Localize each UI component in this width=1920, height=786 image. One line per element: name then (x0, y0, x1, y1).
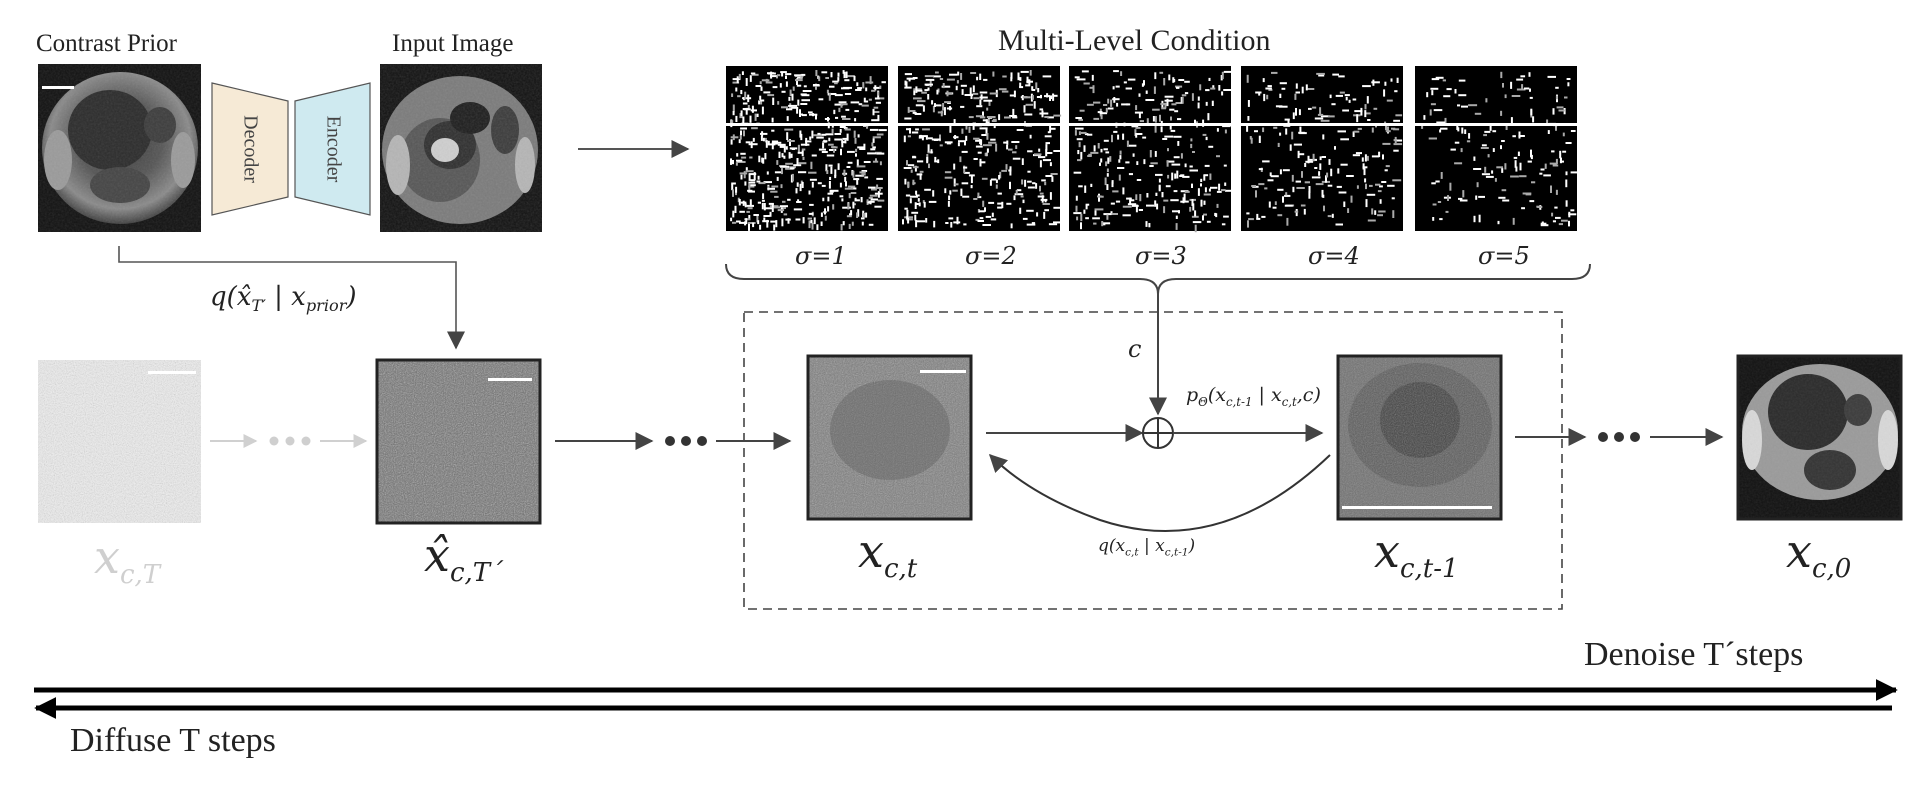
label-x-ct1: xc,t-1 (1374, 524, 1459, 585)
contrast-prior-label: Contrast Prior (36, 30, 177, 57)
encoder-label: Encoder (322, 115, 345, 183)
input-image (380, 64, 542, 232)
q-backward-formula: q(xc,t | xc,t-1) (1098, 536, 1196, 559)
image-x-c0 (1736, 354, 1903, 521)
image-xhat-cT (375, 358, 542, 525)
image-x-cT (38, 360, 201, 523)
input-image-label: Input Image (392, 30, 514, 57)
condition-tile-3 (1069, 66, 1233, 233)
encoder-block (294, 82, 371, 216)
sigma-label-4: σ=4 (1308, 242, 1360, 270)
label-x-c0: xc,0 (1786, 524, 1852, 585)
contrast-prior-image (38, 64, 201, 232)
decoder-label: Decoder (239, 115, 262, 183)
multi-level-condition-title: Multi-Level Condition (998, 24, 1271, 57)
label-x-ct: xc,t (858, 524, 918, 585)
condition-tiles (726, 66, 1578, 233)
sigma-label-3: σ=3 (1135, 242, 1187, 270)
label-x-cT: xc,T (94, 530, 161, 591)
sigma-label-5: σ=5 (1478, 242, 1530, 270)
p-theta-formula: pΘ(xc,t-1 | xc,t,c) (1186, 384, 1321, 409)
image-x-ct1 (1336, 354, 1503, 521)
c-label: c (1128, 335, 1142, 363)
diffuse-label: Diffuse T steps (70, 722, 276, 759)
condition-tile-1 (726, 66, 888, 231)
condition-tile-5 (1415, 66, 1578, 231)
ellipsis-1 (665, 436, 707, 446)
denoise-label: Denoise T´steps (1584, 636, 1804, 673)
arrow-backward-q (988, 453, 1331, 532)
image-x-ct (806, 354, 973, 521)
arrow-prior-to-xhat (118, 246, 465, 350)
ellipsis-2 (1598, 432, 1640, 442)
oplus-icon (1142, 417, 1174, 449)
sigma-label-2: σ=2 (965, 242, 1017, 270)
decoder-block (211, 82, 289, 216)
sigma-label-1: σ=1 (795, 242, 847, 270)
q-prior-formula: q(x̂T′ | xprior) (210, 282, 357, 316)
condition-tile-4 (1241, 66, 1403, 231)
label-xhat-cT: x̂c,T´ (424, 528, 504, 589)
ellipsis-faded (269, 436, 311, 446)
denoise-step-box (743, 311, 1563, 610)
condition-tile-2 (898, 66, 1062, 231)
